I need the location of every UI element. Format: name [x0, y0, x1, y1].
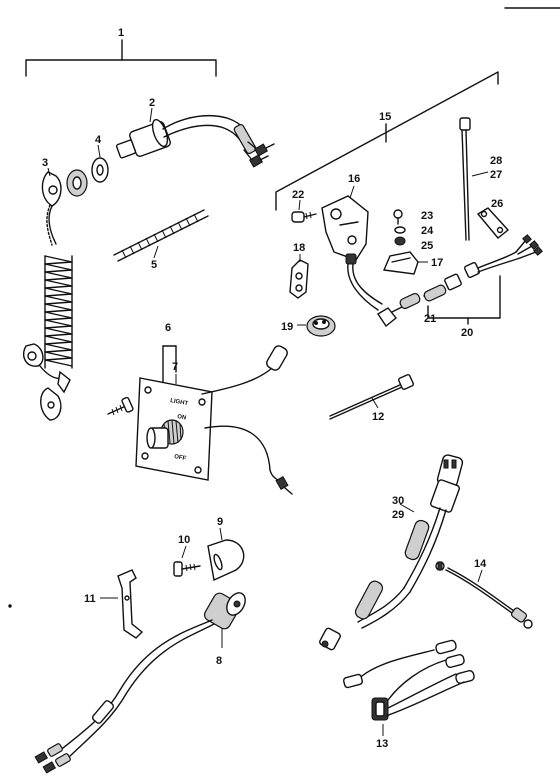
plate-part-9: [207, 539, 245, 582]
callout-18: 18: [293, 242, 305, 254]
callout-24: 24: [421, 225, 434, 237]
nut-part-25: [394, 236, 406, 246]
washer-part-4: [91, 157, 109, 183]
callout-9: 9: [217, 516, 223, 528]
callout-19: 19: [281, 321, 293, 333]
leader-22: [298, 199, 301, 211]
cable-tie-part-27: [459, 117, 471, 241]
leader-9: [219, 527, 223, 541]
group-bracket-6: [162, 345, 177, 383]
callout-21: 21: [424, 313, 436, 325]
screw-part-10: [173, 561, 201, 577]
callout-14: 14: [474, 558, 487, 570]
harness-part-20: [463, 234, 543, 279]
callout-7: 7: [172, 361, 178, 373]
bracket-20-21: [427, 275, 501, 325]
leader-2: [149, 107, 153, 123]
callout-6: 6: [165, 322, 171, 334]
spring-sleeve-part-5: [113, 209, 209, 262]
leader-14: [477, 569, 483, 583]
socket-part-8: [34, 592, 246, 774]
callout-30: 30: [392, 495, 404, 507]
plate-label-light: LIGHT: [170, 398, 189, 407]
leader-16: [349, 185, 355, 199]
callout-28: 28: [490, 155, 502, 167]
leader-12: [371, 397, 379, 409]
callout-20: 20: [461, 327, 473, 339]
callout-22: 22: [292, 189, 304, 201]
leader-4: [97, 144, 101, 158]
leader-27: [471, 171, 489, 177]
callout-26: 26: [491, 198, 503, 210]
harness-part-29: [319, 454, 464, 651]
washer-part-24: [394, 226, 406, 234]
wire-part-14: [435, 561, 533, 629]
leader-3: [47, 167, 51, 177]
callout-16: 16: [348, 173, 360, 185]
callout-11: 11: [84, 593, 96, 605]
callout-4: 4: [95, 134, 102, 146]
coil-cord: [44, 255, 73, 369]
bracket-part-11: [117, 569, 144, 639]
callout-12: 12: [372, 411, 384, 423]
plate-label-on: ON: [177, 414, 187, 421]
screw-part-23: [393, 209, 403, 225]
callout-labels: 1 2 3 4 5 6 7 8 9 10 11 12 13 14 15 16 1…: [42, 27, 503, 750]
cable-tie-part-12: [329, 374, 414, 420]
callout-1: 1: [118, 27, 124, 39]
plate-screw: [107, 396, 134, 416]
callout-8: 8: [216, 655, 222, 667]
leader-10: [181, 545, 187, 559]
callout-5: 5: [151, 259, 157, 271]
clip-part-17: [382, 251, 419, 275]
holder-part-18: [289, 259, 309, 299]
callout-2: 2: [149, 97, 155, 109]
callout-17: 17: [431, 257, 443, 269]
callout-25: 25: [421, 240, 433, 252]
kill-switch-part-2: [115, 114, 275, 168]
group-bracket-15: [275, 71, 499, 211]
plate-label-off: OFF: [174, 454, 187, 462]
callout-10: 10: [178, 534, 190, 546]
callout-13: 13: [376, 738, 388, 750]
clamp-part-26: [476, 207, 510, 239]
group-bracket-1: [25, 39, 217, 77]
light-switch-plate-part-7: LIGHT ON OFF: [135, 345, 293, 495]
connector-part-13: [342, 639, 475, 721]
lanyard-part-3: [22, 171, 73, 421]
stray-dot: [8, 604, 12, 608]
callout-27: 27: [490, 169, 502, 181]
leader-30: [399, 503, 415, 513]
callout-29: 29: [392, 509, 404, 521]
screw-part-22: [291, 211, 317, 223]
callout-23: 23: [421, 210, 433, 222]
callout-15: 15: [379, 111, 391, 123]
grommet-part-19: [306, 315, 336, 337]
micro-switch-part-16: [321, 195, 383, 311]
nut: [66, 169, 88, 197]
harness-part-21: [377, 273, 462, 328]
leader-5: [153, 245, 159, 259]
callout-3: 3: [42, 157, 48, 169]
